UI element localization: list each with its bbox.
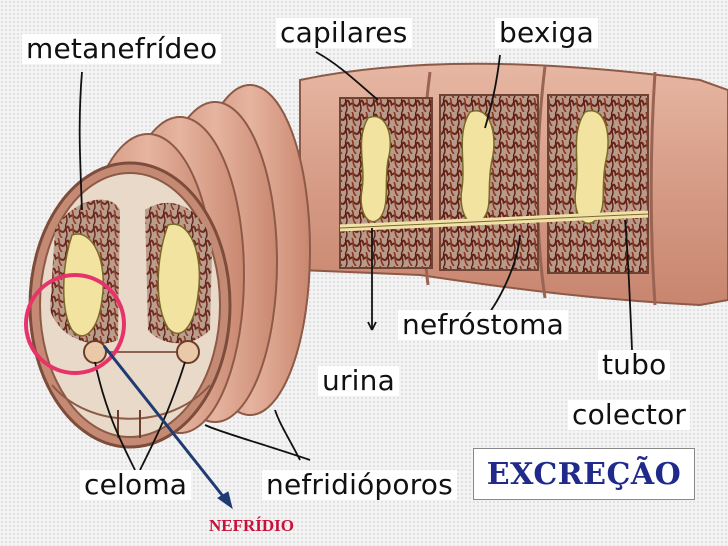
label-colector: colector — [568, 400, 690, 430]
nephrostome-right — [177, 341, 199, 363]
label-tubo: tubo — [598, 350, 670, 380]
label-capilares: capilares — [276, 18, 412, 48]
nephrostome-left — [84, 341, 106, 363]
nephridium-label: NEFRÍDIO — [209, 517, 294, 534]
title-box: EXCREÇÃO — [473, 448, 695, 500]
label-nefrostoma: nefróstoma — [398, 310, 568, 340]
label-celoma: celoma — [80, 470, 191, 500]
label-metanefrideo: metanefrídeo — [22, 34, 221, 64]
cross-section — [30, 163, 230, 447]
title-text: EXCREÇÃO — [487, 457, 682, 492]
label-nefridioporos: nefridióporos — [262, 470, 457, 500]
worm-body — [300, 64, 728, 305]
label-urina: urina — [318, 366, 399, 396]
label-bexiga: bexiga — [495, 18, 598, 48]
